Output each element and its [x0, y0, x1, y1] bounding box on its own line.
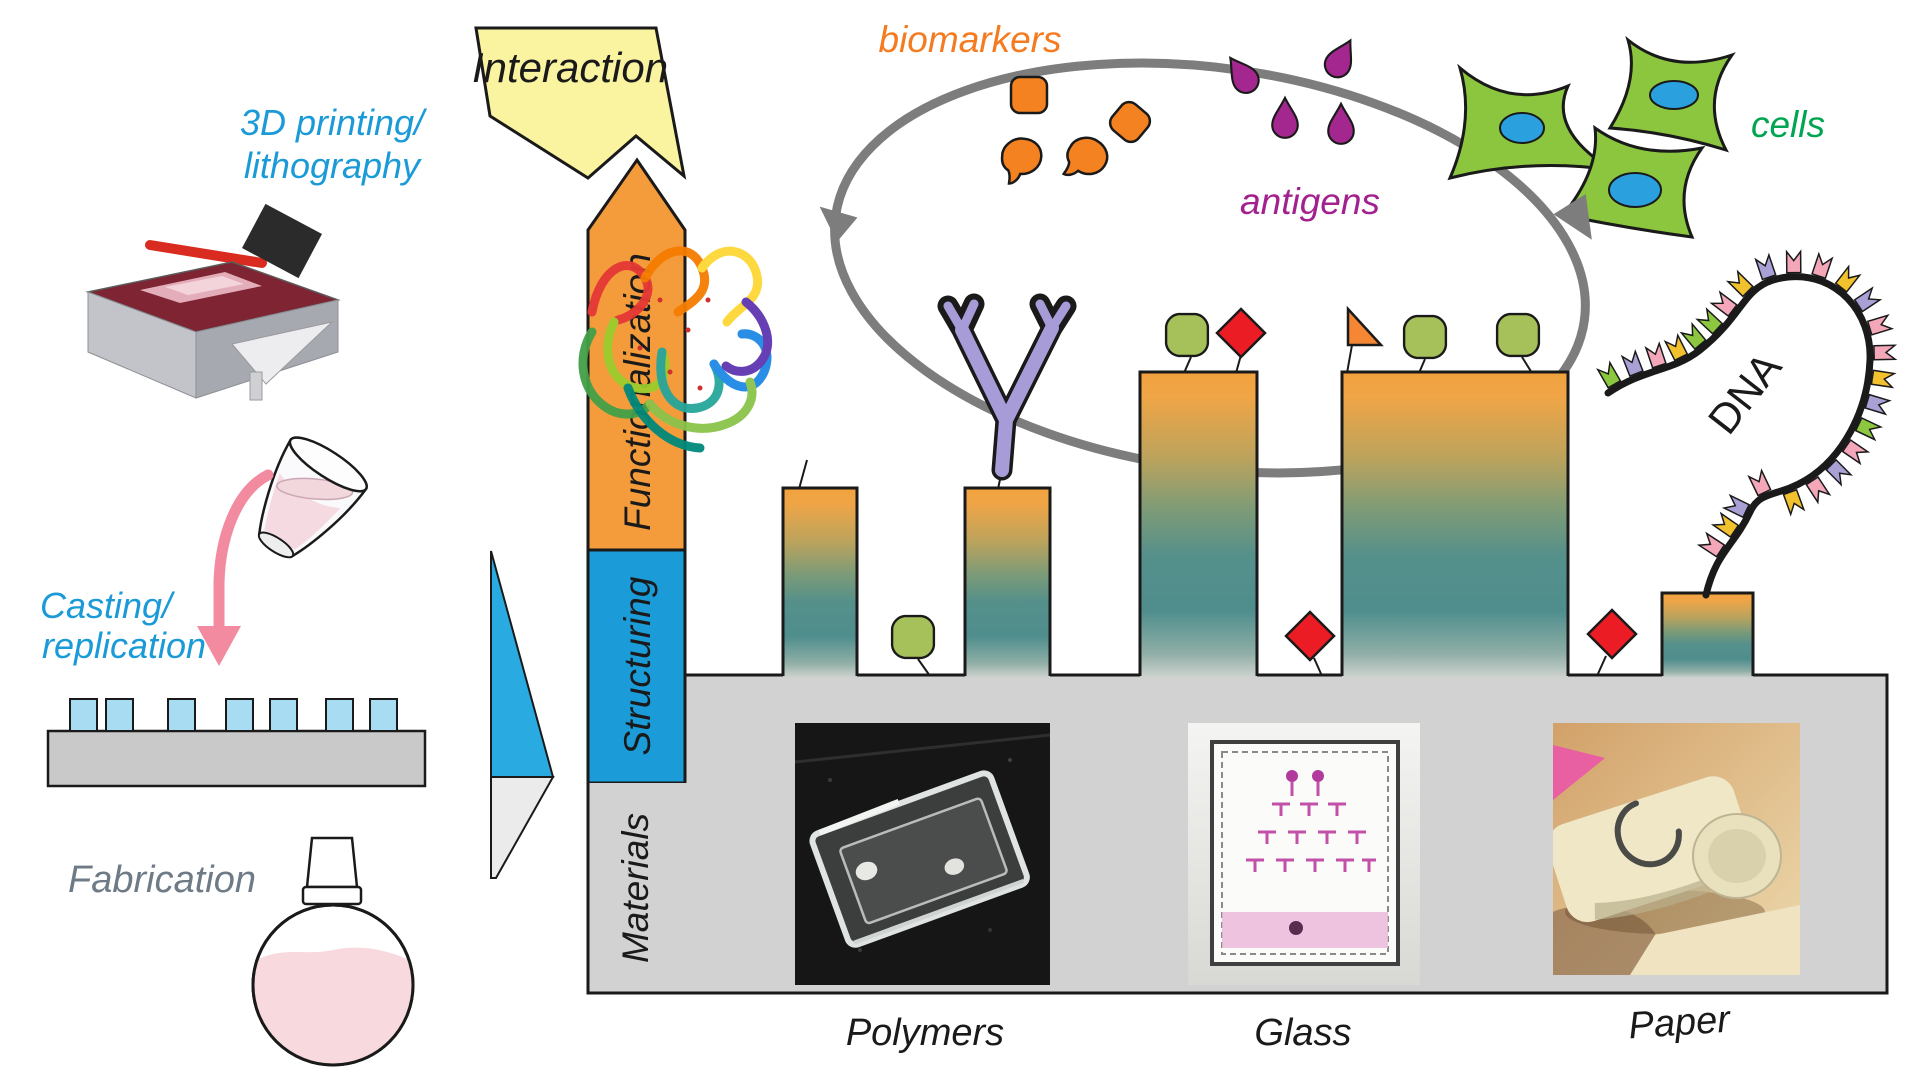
dna-nucleotide-flag [1870, 369, 1897, 389]
dna-nucleotide-flag [1864, 393, 1892, 416]
casting-cup-illustration [257, 436, 368, 559]
protein-residues [637, 297, 711, 391]
dna-nucleotide-flag [1853, 286, 1883, 313]
interaction-banner-label: Interaction [472, 44, 668, 91]
glycan-icon [1164, 312, 1210, 358]
protein-ribbon [578, 246, 773, 453]
materials-label: Materials [615, 813, 656, 963]
dna-nucleotide-flag [1620, 349, 1644, 378]
antigen-drop-icon [1327, 102, 1355, 145]
antibody-icon [937, 293, 1077, 481]
printer-illustration [85, 203, 341, 401]
dna-nucleotide-flag [1854, 417, 1884, 442]
antigen-drop-icon [1271, 96, 1299, 139]
dna-label: DNA [1699, 344, 1791, 443]
laser-beam-icon [145, 240, 267, 268]
dna-nucleotide-flag [1710, 511, 1740, 539]
dna-nucleotide-flag [1825, 458, 1853, 487]
dna-nucleotide-flag [1709, 290, 1738, 318]
printhead-icon [242, 203, 322, 279]
printing-label: 3D printing/ lithography [240, 102, 428, 186]
red-diamond-icon [1284, 610, 1336, 662]
dna-nucleotide-flag [1782, 488, 1806, 517]
antigens-label: antigens [1240, 181, 1380, 222]
dna-nucleotide-flag [1873, 344, 1898, 361]
casting-label: Casting/ replication [40, 585, 206, 666]
biomarker-diamond-icon [1108, 100, 1152, 144]
pillar [1140, 372, 1257, 678]
biomarker-shapes [997, 75, 1152, 186]
dna-nucleotide-flag [1754, 252, 1777, 281]
dna-nucleotide-flag [1644, 341, 1667, 369]
dna-nucleotide-flag [1866, 313, 1895, 336]
mold-illustration [46, 698, 427, 788]
gradient-triangle-icon [490, 550, 555, 879]
arrowhead-up-icon [819, 206, 858, 242]
biomarkers-label: biomarkers [879, 19, 1062, 60]
dna-nucleotide-flag [1663, 333, 1689, 362]
dna-nucleotide-flag [1841, 438, 1871, 466]
polymers-caption: Polymers [846, 1012, 1004, 1054]
biomarker-square-icon [1009, 75, 1049, 115]
pillar [1342, 372, 1568, 678]
glycan-icon [1495, 312, 1541, 358]
printing-label-line1: 3D printing/ [240, 102, 428, 143]
structuring-label: Structuring [617, 576, 658, 755]
dna-strand [1596, 249, 1898, 599]
dna-nucleotide-flag [1834, 264, 1862, 293]
dna-nucleotide-flag [1596, 360, 1622, 389]
pour-arrow-icon [197, 469, 274, 666]
dna-nucleotide-flag [1811, 251, 1834, 280]
glycan-icon [890, 614, 936, 660]
flask-illustration [251, 836, 415, 1067]
glass-photo [1188, 723, 1420, 985]
structuring-bar [586, 548, 687, 785]
orange-triangle-icon [1346, 305, 1384, 347]
glycan-icon [1402, 314, 1448, 360]
glass-caption: Glass [1254, 1012, 1351, 1054]
fabrication-label: Fabrication [68, 859, 256, 901]
dna-nucleotide-flag [1696, 531, 1726, 558]
connector-lines [798, 344, 1607, 677]
dna-nucleotide-flag [1805, 475, 1832, 505]
biomarker-blob-icon [997, 133, 1048, 186]
red-diamond-icon [1215, 307, 1267, 359]
paper-photo [1553, 723, 1800, 975]
red-diamond-icon [1586, 608, 1638, 660]
pillar [965, 488, 1050, 678]
dna-nucleotide-flag [1695, 307, 1724, 335]
dna-nucleotide-flag [1785, 249, 1802, 274]
pillar [783, 488, 857, 678]
biomarker-blob-icon [1060, 131, 1113, 186]
interaction-banner [474, 26, 687, 180]
cells-label: cells [1751, 104, 1825, 145]
casting-label-line1: Casting/ [40, 585, 176, 626]
paper-caption: Paper [1627, 998, 1732, 1047]
dna-nucleotide-flag [1725, 269, 1754, 298]
substrate-outline [586, 673, 1889, 995]
dna-nucleotide-flag [1679, 321, 1707, 351]
antigen-drop-icon [1218, 49, 1265, 99]
antigen-drop-icon [1319, 33, 1363, 83]
dna-nucleotide-flag [1747, 468, 1772, 497]
cell-shapes [1447, 35, 1736, 239]
polymer-photo [795, 723, 1050, 985]
arrowhead-down-icon [1553, 194, 1592, 240]
mold-stamps [69, 698, 398, 732]
pillar-group [781, 370, 1755, 678]
pillar [1662, 593, 1753, 678]
casting-label-line2: replication [42, 625, 206, 666]
printing-label-line2: lithography [244, 145, 422, 186]
dna-nucleotide-flag [1721, 493, 1751, 519]
